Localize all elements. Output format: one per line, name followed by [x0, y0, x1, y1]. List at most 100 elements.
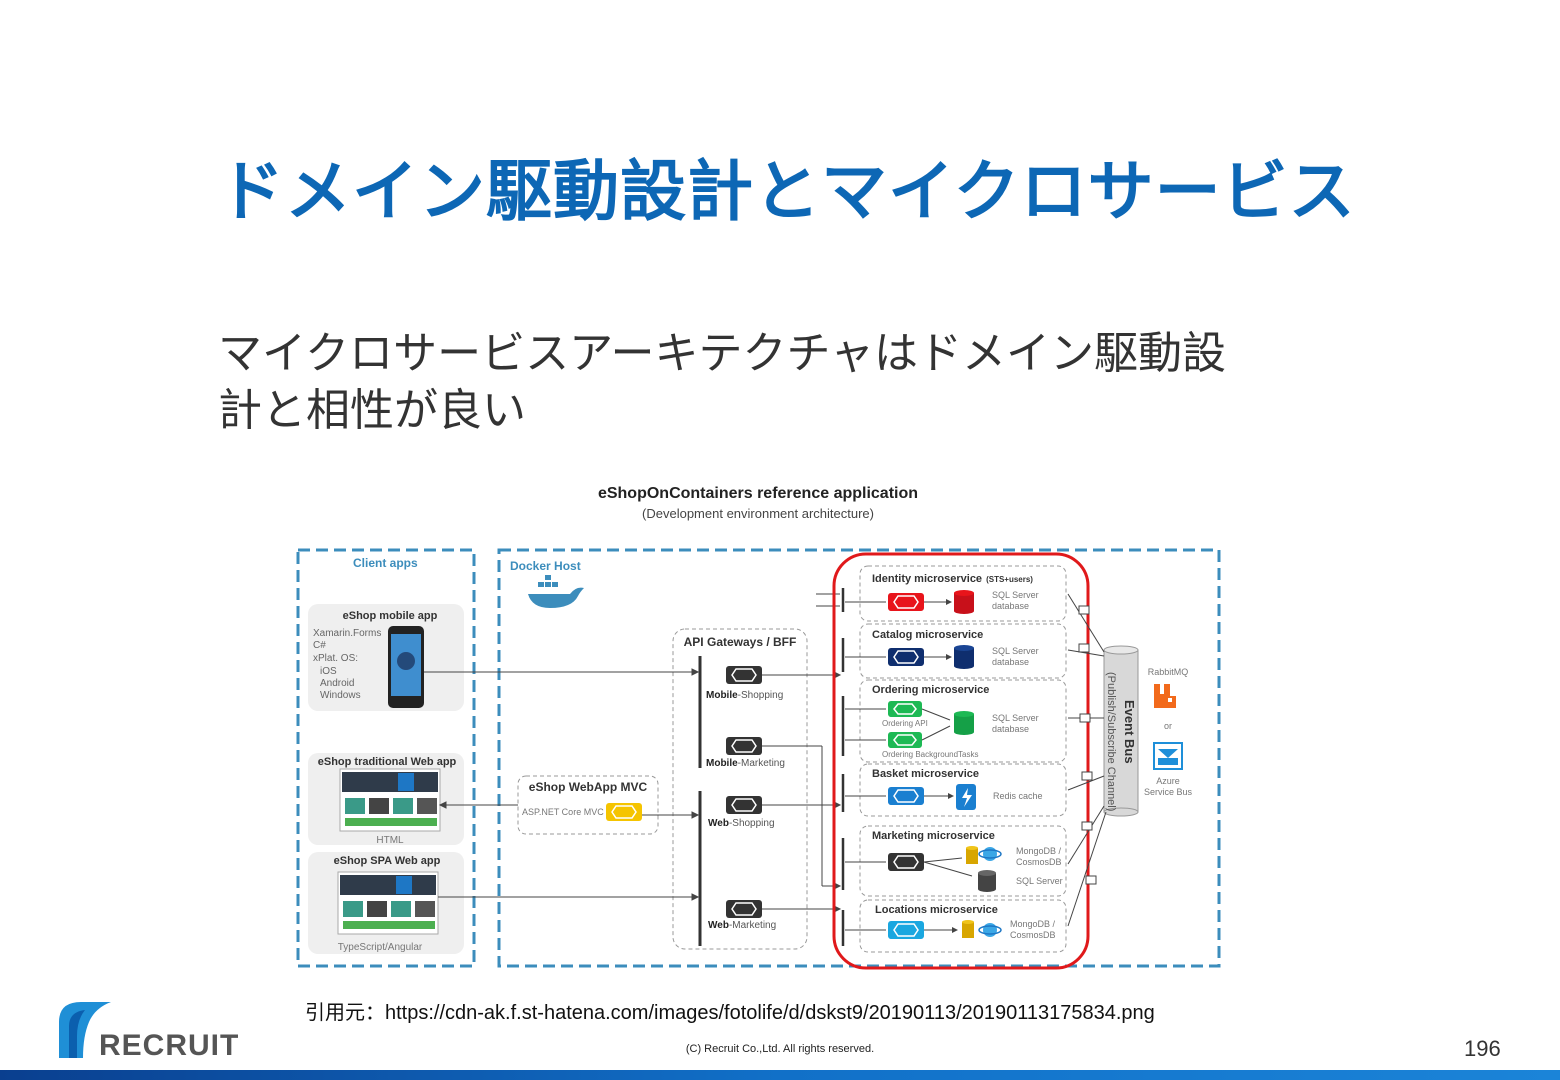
gateway-mobile-shopping: Mobile-Shopping — [706, 666, 783, 701]
marketing-title: Marketing microservice — [872, 830, 995, 842]
identity-title: Identity microservice (STS+users) — [872, 573, 1033, 585]
identity-title-suffix: (STS+users) — [986, 575, 1033, 584]
gateway-label-bold: Mobile — [706, 690, 738, 701]
ordering-db-label-2: database — [992, 724, 1029, 734]
mongodb-icon — [966, 846, 978, 864]
microservices-highlight — [832, 552, 1090, 970]
mobile-app-line-1: Xamarin.Forms — [313, 628, 381, 639]
gateway-mobile-marketing: Mobile-Marketing — [706, 737, 785, 769]
svg-text:Mobile-Marketing: Mobile-Marketing — [706, 758, 785, 769]
locations-title: Locations microservice — [875, 904, 998, 916]
event-bus-subtitle: (Publish/Subscribe Channel) — [1105, 672, 1117, 811]
diagram-title: eShopOnContainers reference application — [598, 485, 918, 502]
spa-web-title: eShop SPA Web app — [334, 855, 441, 867]
mobile-app-line-2: C# — [313, 640, 326, 651]
gateway-label-rest: -Marketing — [729, 920, 776, 931]
azure-label-1: Azure — [1156, 776, 1180, 786]
catalog-db-label-2: database — [992, 657, 1029, 667]
identity-box — [859, 565, 1067, 622]
bottom-bar — [0, 1070, 1560, 1080]
catalog-db-icon — [954, 645, 974, 669]
webapp-mvc-title: eShop WebApp MVC — [529, 780, 648, 794]
catalog-box — [859, 623, 1067, 679]
message-envelopes — [1078, 605, 1097, 885]
identity-db-icon — [954, 590, 974, 614]
copyright: (C) Recruit Co.,Ltd. All rights reserved… — [685, 1043, 875, 1055]
citation: 引用元：https://cdn-ak.f.st-hatena.com/image… — [305, 1002, 1155, 1024]
gateway-web-shopping: Web-Shopping — [708, 796, 775, 829]
api-gateways-title: API Gateways / BFF — [684, 635, 797, 649]
ordering-db-label-1: SQL Server — [992, 713, 1039, 723]
locations-db-label-1: MongoDB / — [1010, 919, 1056, 929]
body-line-1: マイクロサービスアーキテクチャはドメイン駆動設 — [218, 328, 1227, 379]
identity-db-label-2: database — [992, 601, 1029, 611]
mobile-app-line-4: iOS — [320, 666, 337, 677]
gateway-label-rest: -Shopping — [738, 690, 784, 701]
rabbitmq-icon — [1154, 684, 1176, 708]
diagram-subtitle: (Development environment architecture) — [642, 506, 874, 521]
svg-text:Web-Shopping: Web-Shopping — [708, 818, 775, 829]
or-label: or — [1164, 721, 1172, 731]
client-apps-box — [296, 548, 476, 968]
phone-icon — [388, 626, 424, 708]
identity-db-label-1: SQL Server — [992, 590, 1039, 600]
basket-db-label: Redis cache — [993, 791, 1043, 801]
page-number: 196 — [1464, 1036, 1501, 1061]
mobile-app-title: eShop mobile app — [343, 610, 438, 622]
architecture-diagram: eShopOnContainers reference application … — [296, 485, 1221, 970]
mobile-app-line-5: Android — [320, 678, 354, 689]
basket-box — [859, 763, 1067, 817]
identity-title-main: Identity microservice — [872, 573, 982, 585]
traditional-web-footer: HTML — [376, 835, 404, 846]
mobile-app-line-3: xPlat. OS: — [313, 653, 358, 664]
gateway-label-bold: Web — [708, 920, 729, 931]
mobile-app-card — [308, 604, 464, 711]
marketing-db-label-3: SQL Server — [1016, 876, 1063, 886]
svg-text:Web-Marketing: Web-Marketing — [708, 920, 776, 931]
gateway-web-marketing: Web-Marketing — [708, 900, 776, 931]
cosmosdb-icon — [978, 847, 1002, 861]
spa-web-screenshot — [337, 871, 439, 935]
docker-host-label: Docker Host — [510, 559, 581, 573]
azure-service-bus-icon — [1153, 742, 1183, 770]
catalog-title: Catalog microservice — [872, 629, 983, 641]
traditional-web-title: eShop traditional Web app — [318, 756, 457, 768]
svg-text:Mobile-Shopping: Mobile-Shopping — [706, 690, 783, 701]
body-text: マイクロサービスアーキテクチャはドメイン駆動設 計と相性が良い — [218, 325, 1358, 439]
docker-icon — [528, 575, 584, 608]
event-bus-title: Event Bus — [1122, 700, 1137, 764]
locations-cosmosdb-icon — [978, 923, 1002, 937]
gateway-label-rest: -Marketing — [738, 758, 785, 769]
client-apps-label: Client apps — [353, 556, 418, 570]
webapp-mvc-container-icon — [606, 803, 642, 821]
ordering-title: Ordering microservice — [872, 684, 989, 696]
locations-box — [859, 899, 1067, 953]
marketing-box — [859, 825, 1067, 897]
gateway-label-bold: Mobile — [706, 758, 738, 769]
mobile-app-line-6: Windows — [320, 690, 361, 701]
rabbitmq-label: RabbitMQ — [1148, 667, 1189, 677]
gateway-label-bold: Web — [708, 818, 729, 829]
recruit-logo: RECRUIT — [59, 1002, 239, 1062]
traditional-web-screenshot — [339, 768, 441, 832]
azure-label-2: Service Bus — [1144, 787, 1193, 797]
slide-title: ドメイン駆動設計とマイクロサービス — [218, 153, 1356, 230]
ordering-api-label: Ordering API — [882, 719, 928, 728]
locations-db-label-2: CosmosDB — [1010, 930, 1056, 940]
marketing-db-label-2: CosmosDB — [1016, 857, 1062, 867]
ordering-box — [859, 679, 1067, 763]
api-gateways-box — [672, 628, 808, 950]
spa-web-footer: TypeScript/Angular — [338, 942, 423, 953]
logo-text: RECRUIT — [99, 1029, 239, 1062]
gateway-label-rest: -Shopping — [729, 818, 775, 829]
ordering-bg-label: Ordering BackgroundTasks — [882, 750, 979, 759]
ordering-db-icon — [954, 711, 974, 735]
locations-mongodb-icon — [962, 920, 974, 938]
redis-cache-icon — [956, 784, 976, 810]
basket-title: Basket microservice — [872, 768, 979, 780]
marketing-db-label-1: MongoDB / — [1016, 846, 1062, 856]
event-bus-cylinder — [1103, 645, 1139, 817]
webapp-mvc-box — [517, 775, 659, 835]
webapp-mvc-sub: ASP.NET Core MVC — [522, 807, 604, 817]
body-line-2: 計と相性が良い — [218, 385, 526, 436]
